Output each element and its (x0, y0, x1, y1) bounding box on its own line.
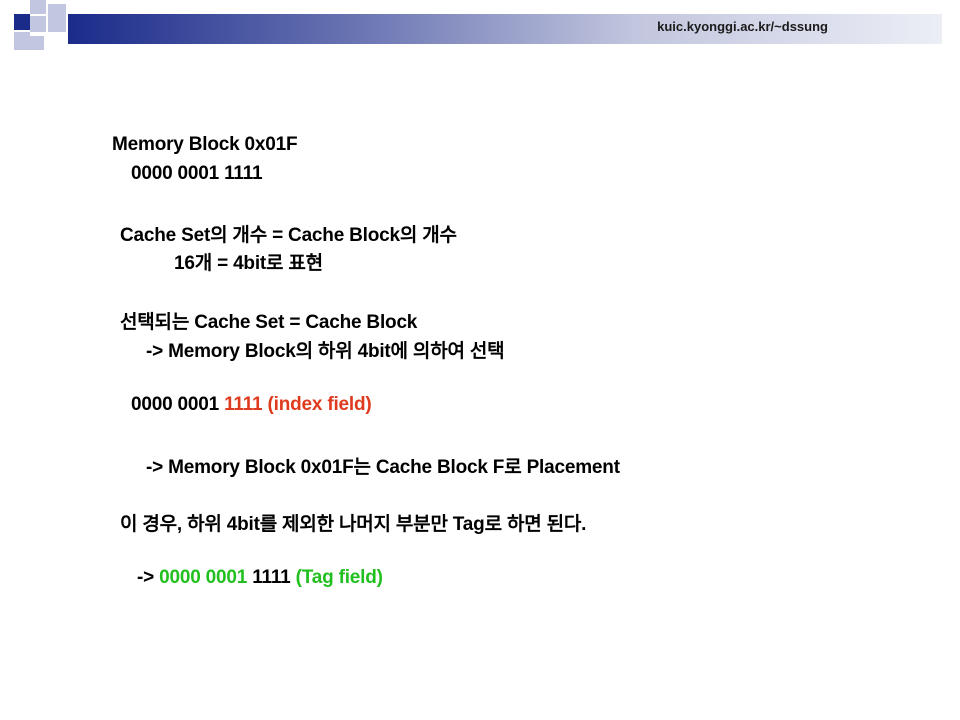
tag-field-index-bits: 1111 (247, 567, 296, 588)
selected-cache-set-line: 선택되는 Cache Set = Cache Block (120, 312, 418, 333)
header-url: kuic.kyonggi.ac.kr/~dssung (657, 19, 828, 34)
deco-square (30, 0, 46, 14)
index-field-prefix: 0000 0001 (131, 394, 225, 415)
cache-set-count-line: Cache Set의 개수 = Cache Block의 개수 (120, 225, 457, 246)
memory-block-line: Memory Block 0x01F (112, 134, 298, 155)
bit-count-line: 16개 = 4bit로 표현 (174, 253, 323, 274)
deco-square (14, 32, 30, 50)
deco-square (48, 4, 66, 32)
tag-explanation-line: 이 경우, 하위 4bit를 제외한 나머지 부분만 Tag로 하면 된다. (120, 514, 587, 535)
selection-rule-line: -> Memory Block의 하위 4bit에 의하여 선택 (146, 341, 505, 362)
index-field-line: 0000 0001 1111 (index field) (131, 394, 372, 416)
header-banner (68, 14, 942, 44)
binary-line: 0000 0001 1111 (131, 163, 263, 184)
tag-field-label: (Tag field) (295, 567, 383, 588)
index-field-highlight: 1111 (index field) (224, 394, 372, 415)
deco-square (30, 16, 46, 32)
tag-field-arrow: -> (137, 567, 160, 588)
deco-square-navy (14, 14, 30, 30)
tag-field-bits: 0000 0001 (159, 567, 248, 588)
placement-line: -> Memory Block 0x01F는 Cache Block F로 Pl… (146, 457, 620, 478)
tag-field-line: -> 0000 0001 1111 (Tag field) (137, 567, 383, 589)
deco-square (30, 36, 44, 50)
